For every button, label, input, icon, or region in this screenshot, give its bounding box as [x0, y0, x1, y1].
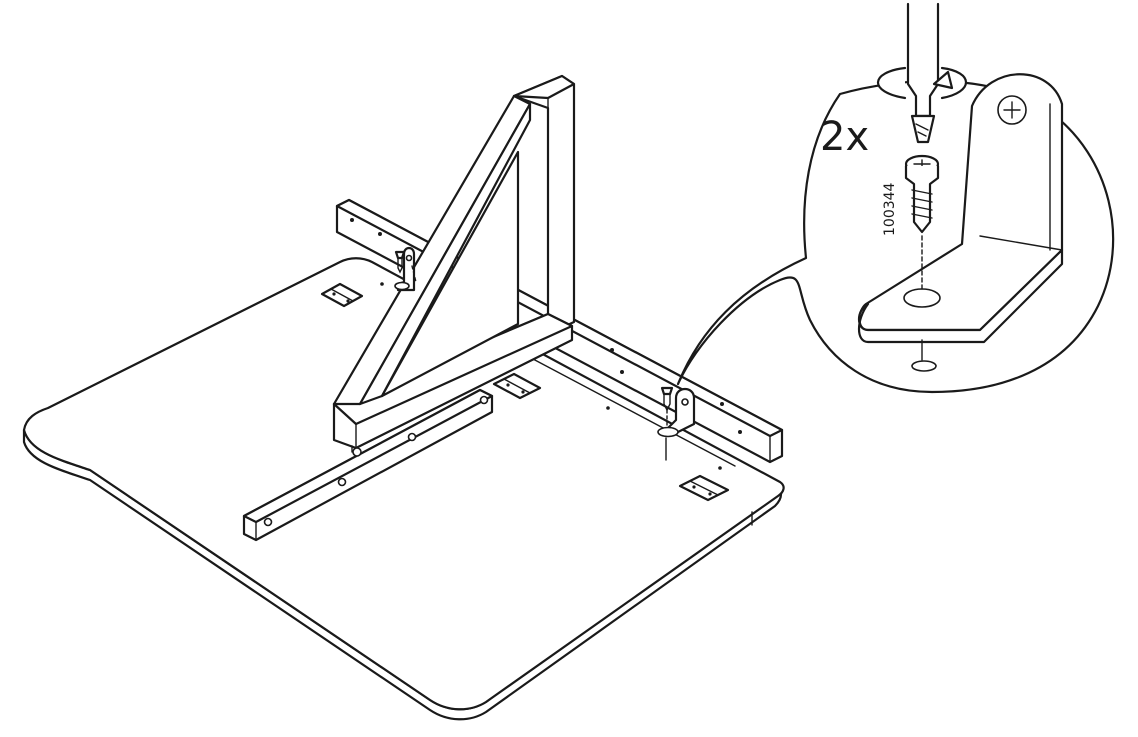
table-holes: [380, 282, 722, 470]
screw-icon: [394, 250, 406, 274]
bracket-left: [394, 246, 417, 292]
rail-short: [242, 388, 494, 542]
quantity-label: 2x: [820, 114, 869, 160]
rail-guide-line: [515, 349, 736, 467]
l-bracket-icon: [857, 73, 1064, 372]
bracket-right: [657, 386, 696, 461]
hinge-middle: [492, 372, 542, 400]
leg-frame: [332, 74, 576, 457]
hinge-left: [320, 282, 364, 308]
screw-icon: [904, 154, 940, 293]
table-top: [22, 257, 785, 721]
hinge-right: [678, 474, 730, 502]
screwdriver-icon: [906, 2, 940, 144]
rotation-arrow-icon: [876, 66, 968, 100]
part-number-label: 100344: [882, 182, 898, 236]
